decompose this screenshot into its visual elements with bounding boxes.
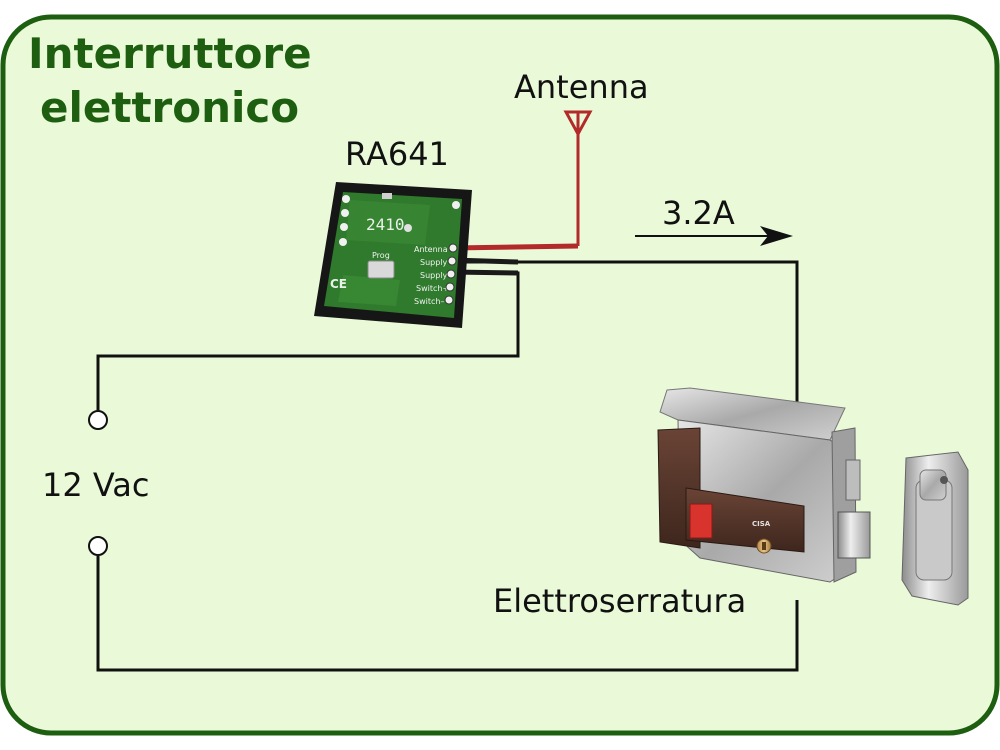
wire-module-to-lock [462,260,799,405]
diagram-title-line-2: elettronico [40,83,299,132]
ce-mark: CE [330,277,347,291]
diagram-title-line-1: Interruttore [28,29,312,78]
lock-label: Elettroserratura [493,582,746,620]
strike-plate [901,451,969,606]
supply-terminal-bottom [88,536,108,556]
supply-voltage-label: 12 Vac [42,466,150,504]
pin-label-switch-plus: Switch+ [416,284,449,293]
current-arrow-head-icon [760,226,793,246]
pin-label-supply-2: Supply [420,271,448,280]
supply-terminal-top [88,410,108,430]
pin-label-antenna: Antenna [414,245,448,254]
pin-label-supply-1: Supply [420,258,448,267]
prog-button-label: Prog [372,251,390,260]
module-name-label: RA641 [345,135,449,173]
wire-lock-to-terminal-bottom [96,556,799,672]
cable-antenna-red [451,243,579,251]
ra641-module: 2410 Prog CE Antenna Supply Supply Switc… [314,182,472,328]
pin-label-switch-minus: Switch– [414,297,444,306]
lock-red-button [689,503,713,539]
antenna-icon [563,110,593,138]
antenna-label: Antenna [514,68,649,106]
prog-button [367,260,395,279]
current-label: 3.2A [662,194,735,232]
module-display-digits: 2410 [366,215,405,234]
lock-brand-label: CISA [752,520,771,528]
electric-lock: CISA [657,387,871,583]
